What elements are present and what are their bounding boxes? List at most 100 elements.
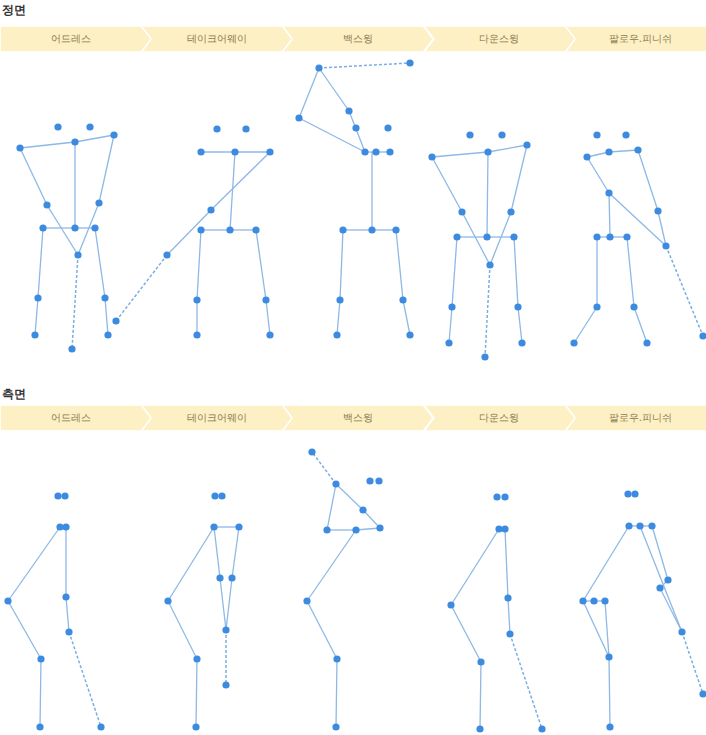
phase-chevron: 팔로우.피니쉬 [565, 405, 706, 431]
joint-dot [333, 331, 340, 338]
joint-dot [654, 207, 661, 214]
bone-line [462, 212, 490, 265]
bone-line [168, 527, 214, 601]
joint-dot [266, 148, 273, 155]
joint-dot [630, 303, 637, 310]
bone-line [487, 152, 488, 237]
joint-dot [91, 224, 98, 231]
joint-dot [376, 524, 383, 531]
phase-chevron: 어드레스 [0, 405, 151, 431]
bone-line [214, 527, 220, 578]
joint-dot [625, 522, 632, 529]
bone-line [20, 142, 75, 148]
joint-dot [406, 59, 413, 66]
bone-line [363, 510, 380, 528]
joint-dot [352, 526, 359, 533]
joint-dot [332, 723, 339, 730]
joint-dot [699, 690, 706, 697]
bone-line [307, 601, 337, 659]
joint-dot [605, 148, 612, 155]
joint-dot [308, 448, 315, 455]
bone-line [8, 601, 41, 659]
skeleton-figure [16, 123, 117, 352]
bone-line [518, 307, 522, 343]
joint-dot [43, 201, 50, 208]
joint-dot [498, 131, 505, 138]
joint-dot [506, 630, 513, 637]
skeleton-figure [579, 490, 706, 730]
joint-dot [606, 723, 613, 730]
joint-dot [54, 123, 61, 130]
skeleton-figure [4, 492, 104, 730]
joint-dot [339, 226, 346, 233]
bone-line [583, 526, 629, 601]
joint-dot [361, 148, 368, 155]
phase-label: 팔로우.피니쉬 [565, 405, 706, 431]
bone-line [658, 211, 666, 246]
bone-line [99, 135, 114, 203]
club-line [510, 634, 542, 729]
joint-dot [211, 492, 218, 499]
joint-dot [163, 251, 170, 258]
bone-line [627, 237, 634, 307]
joint-dot [428, 153, 435, 160]
chevron-fill [0, 405, 151, 431]
bone-line [480, 662, 481, 729]
joint-dot [207, 206, 214, 213]
joint-dot [295, 114, 302, 121]
bone-line [356, 528, 380, 530]
bone-line [47, 205, 78, 255]
joint-dot [699, 332, 706, 339]
joint-dot [71, 224, 78, 231]
phase-chevron: 다운스윙 [424, 405, 575, 431]
joint-dot [606, 233, 613, 240]
joint-dot [222, 681, 229, 688]
joint-dot [386, 148, 393, 155]
bone-line [105, 298, 108, 335]
bone-line [403, 300, 410, 335]
joint-dot [252, 226, 259, 233]
bone-line [487, 236, 514, 237]
joint-dot [62, 593, 69, 600]
phase-label: 테이크어웨이 [141, 26, 292, 52]
joint-dot [593, 131, 600, 138]
phase-chevron: 다운스윙 [424, 26, 575, 52]
joint-dot [622, 131, 629, 138]
joint-dot [643, 339, 650, 346]
bone-line [201, 229, 230, 230]
club-line [319, 63, 410, 68]
section-heading: 정면 [2, 2, 26, 19]
bone-line [609, 193, 666, 246]
bone-line [432, 152, 488, 157]
chevron-fill [282, 26, 433, 52]
bone-line [343, 229, 372, 230]
bone-line [319, 68, 349, 111]
bone-line [490, 212, 511, 265]
bone-line [574, 307, 597, 343]
bone-line [211, 152, 270, 210]
bone-line [514, 237, 518, 307]
phase-label: 백스윙 [282, 405, 433, 431]
joint-dot [570, 339, 577, 346]
bone-line [511, 145, 527, 212]
bone-line [299, 118, 365, 152]
bone-line [336, 484, 363, 510]
joint-dot [37, 655, 44, 662]
joint-dot [590, 597, 597, 604]
bone-line [372, 229, 396, 230]
joint-dot [583, 153, 590, 160]
joint-dot [501, 525, 508, 532]
joint-dot [235, 523, 242, 530]
bone-line [609, 657, 610, 727]
joint-dot [510, 233, 517, 240]
joint-dot [16, 144, 23, 151]
bone-line [336, 659, 337, 727]
joint-dot [197, 148, 204, 155]
bone-line [65, 527, 66, 597]
bone-line [230, 229, 256, 230]
phase-label: 어드레스 [0, 26, 151, 52]
bone-line [432, 157, 462, 212]
chevron-fill [565, 26, 706, 52]
joint-dot [315, 64, 322, 71]
bone-line [35, 298, 38, 335]
